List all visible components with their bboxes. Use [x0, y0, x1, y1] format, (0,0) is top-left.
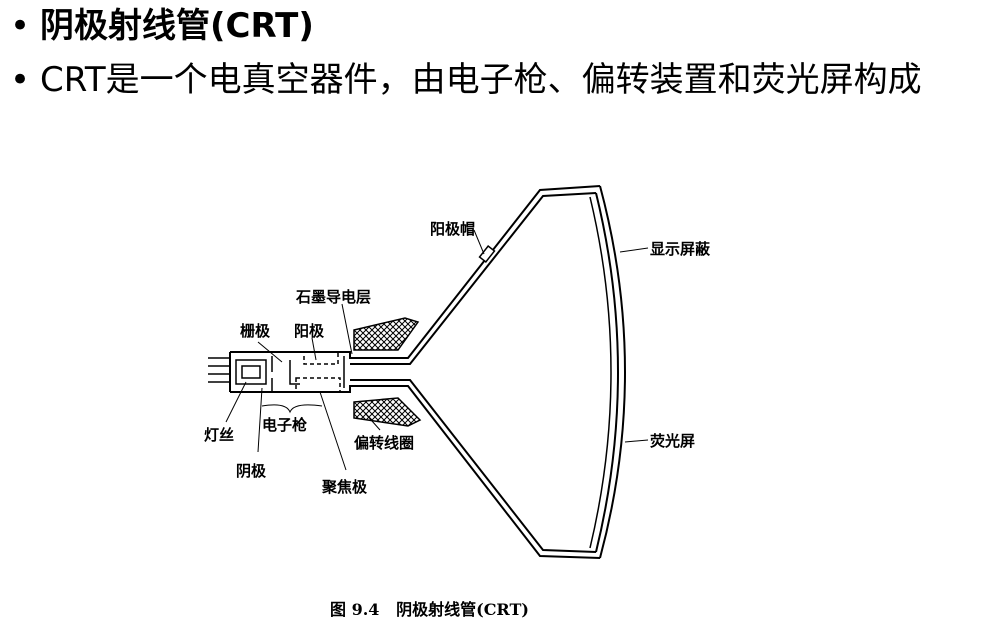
label-graphite-layer: 石墨导电层: [295, 288, 371, 306]
figure-caption: 图 9.4 阴极射线管(CRT): [330, 600, 529, 619]
label-phosphor-screen: 荧光屏: [650, 432, 695, 450]
label-filament: 灯丝: [204, 426, 234, 444]
electron-gun-parts: [235, 351, 345, 393]
label-anode: 阳极: [294, 322, 325, 340]
anode-cap-part: [478, 244, 496, 264]
slide-description: CRT是一个电真空器件，由电子枪、偏转装置和荧光屏构成: [40, 60, 922, 100]
label-deflection-coil: 偏转线圈: [354, 434, 414, 452]
label-focusing-electrode: 聚焦极: [321, 478, 368, 496]
leader-lines: [225, 229, 649, 471]
label-electron-gun: 电子枪: [262, 416, 307, 434]
deflection-coil-top: [353, 317, 420, 351]
label-anode-cap: 阳极帽: [430, 220, 475, 238]
label-cathode: 阴极: [236, 462, 267, 480]
label-grid: 栅极: [240, 322, 271, 340]
slide-heading: 阴极射线管(CRT): [40, 6, 314, 46]
screen-face: [589, 185, 626, 559]
base-pins: [208, 357, 230, 383]
deflection-coil-bottom: [353, 397, 422, 427]
bullet-marker: •: [10, 60, 31, 100]
tube-envelope: [229, 185, 601, 559]
label-screen-shield: 显示屏蔽: [650, 240, 711, 258]
bullet-marker: •: [10, 6, 31, 46]
